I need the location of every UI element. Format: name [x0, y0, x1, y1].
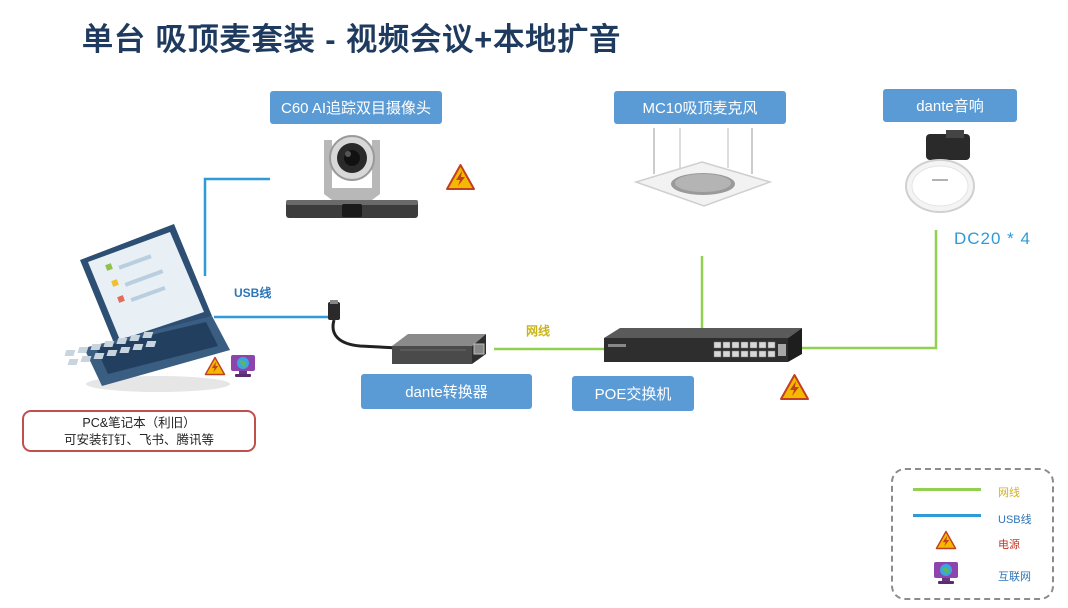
legend-network-swatch	[913, 488, 981, 491]
network-wire-speaker	[802, 230, 938, 350]
mic-label: MC10吸顶麦克风	[614, 91, 786, 124]
laptop-icon	[64, 224, 230, 392]
camera-icon	[286, 135, 418, 218]
usb-wire-camera	[203, 177, 270, 276]
internet-icon	[231, 355, 255, 377]
usb-cable-icon	[328, 300, 399, 350]
legend-power-label: 电源	[998, 539, 1020, 551]
pc-line2: 可安装钉钉、飞书、腾讯等	[63, 433, 214, 447]
converter-label: dante转换器	[361, 374, 532, 409]
switch-icon	[604, 328, 802, 362]
network-wire-label: 网线	[526, 324, 551, 338]
microphone-icon	[633, 128, 773, 207]
usb-wire-label: USB线	[234, 286, 272, 300]
speaker-label: dante音响	[883, 89, 1017, 122]
laptop-power-icon	[204, 356, 226, 376]
pc-line1: PC&笔记本（利旧）	[82, 416, 196, 430]
legend-network-label: 网线	[998, 487, 1020, 499]
camera-label: C60 AI追踪双目摄像头	[270, 91, 442, 124]
legend-internet-label: 互联网	[998, 571, 1031, 583]
power-icon	[446, 164, 475, 190]
legend-usb-swatch	[913, 514, 981, 517]
legend-usb-label: USB线	[998, 514, 1032, 526]
page-title: 单台 吸顶麦套装 - 视频会议+本地扩音	[82, 22, 622, 57]
switch-power-icon	[780, 374, 809, 400]
pc-description-box: PC&笔记本（利旧） 可安装钉钉、飞书、腾讯等	[22, 410, 256, 452]
speaker-count: DC20 * 4	[954, 229, 1031, 248]
converter-icon	[392, 334, 486, 364]
legend-internet-icon	[934, 562, 958, 584]
legend-power-icon	[935, 530, 957, 550]
legend: 网线 USB线 电源 互联网	[891, 468, 1054, 600]
speaker-icon	[905, 130, 975, 213]
switch-label: POE交换机	[572, 376, 694, 411]
